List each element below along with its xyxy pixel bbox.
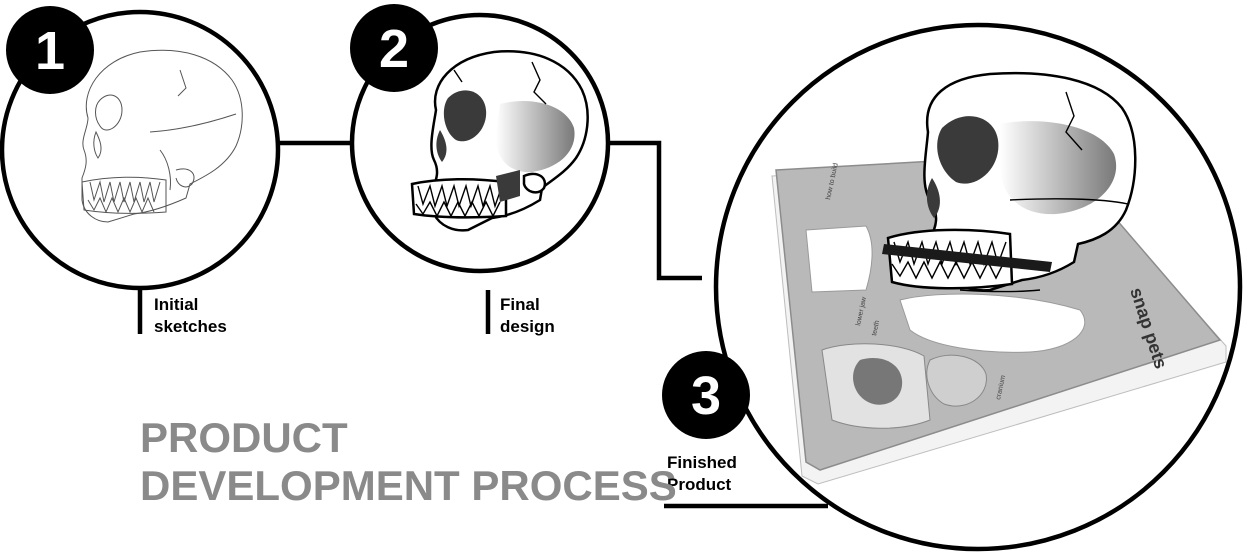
step-1-caption-line2: sketches — [154, 317, 227, 336]
step-3-caption-line1: Finished — [667, 453, 737, 472]
step-2-badge — [350, 4, 438, 92]
svg-text:teeth: teeth — [871, 320, 881, 337]
step-3-badge — [662, 351, 750, 439]
step-3: lower jaw teeth cranium how to build sna… — [662, 22, 1243, 552]
step-3-number: 3 — [691, 366, 721, 426]
step-2-caption-line2: design — [500, 317, 555, 336]
headline-line2: DEVELOPMENT PROCESS — [140, 462, 677, 509]
skull-sketch-icon — [81, 49, 243, 223]
step-1-badge — [6, 6, 94, 94]
eye-socket — [443, 90, 487, 142]
skull-design-icon — [410, 50, 589, 232]
connector-2-3 — [606, 140, 702, 281]
nasal-cavity — [436, 130, 447, 162]
skull-product-photo: lower jaw teeth cranium how to build sna… — [771, 71, 1227, 485]
step-2-caption-line1: Final — [500, 295, 540, 314]
step-1-number: 1 — [35, 21, 65, 81]
step-1-caption-line1: Initial — [154, 295, 198, 314]
step-2-number: 2 — [379, 19, 409, 79]
step-2: 2 Final design — [349, 4, 611, 336]
step-1: 1 Initial sketches — [0, 6, 281, 336]
headline-line1: PRODUCT — [140, 414, 348, 461]
step-3-caption-line2: Product — [667, 475, 732, 494]
